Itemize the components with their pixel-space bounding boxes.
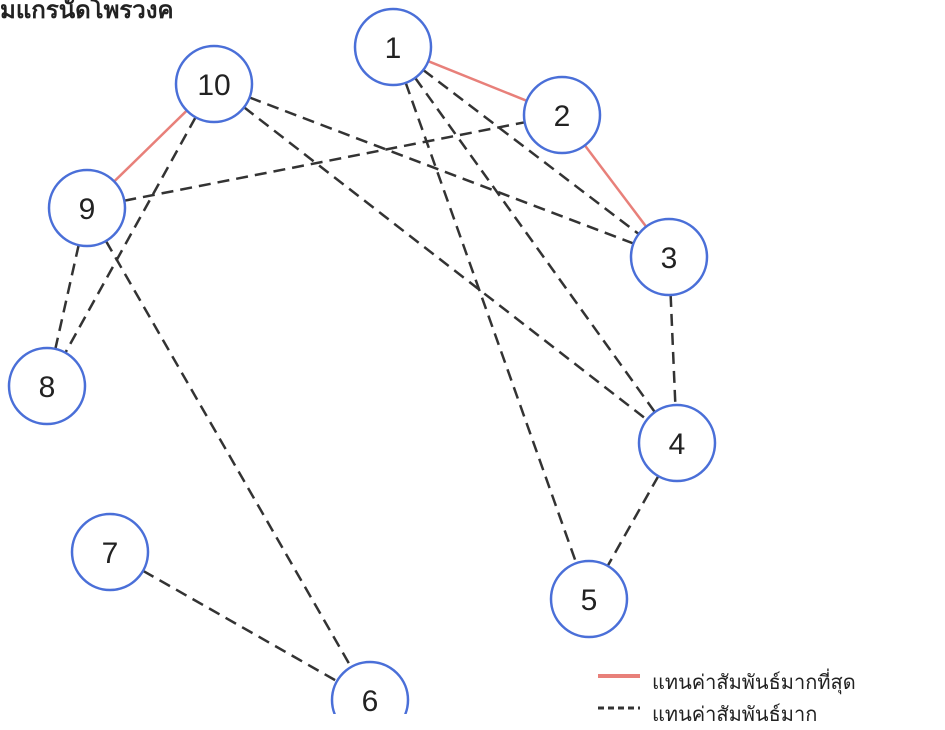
node-label: 2: [554, 100, 571, 133]
edge-3-4: [669, 294, 677, 406]
edges-layer: [54, 60, 677, 683]
edge-9-6: [104, 240, 353, 668]
edge-7-6: [142, 569, 338, 683]
graph-canvas: 1 2 3 4 5 6 7 8 9 10: [7, 7, 717, 714]
node-circle: [637, 403, 717, 483]
legend-lines: [598, 674, 640, 710]
node-circle: [522, 75, 602, 155]
node-label: 4: [669, 428, 686, 461]
node-label: 10: [197, 69, 230, 102]
node-circle: [7, 346, 87, 426]
node-circle: [70, 512, 150, 592]
node-label: 7: [102, 537, 119, 570]
node-circle: [353, 7, 433, 87]
node-circle: [549, 559, 629, 639]
edge-1-5: [404, 82, 578, 564]
edge-4-5: [606, 475, 660, 567]
node-6: 6: [330, 660, 410, 714]
node-7: 7: [70, 512, 150, 592]
node-1: 1: [353, 7, 433, 87]
edge-9-2: [124, 121, 525, 202]
node-circle: [629, 217, 709, 297]
edge-2-3: [583, 144, 648, 228]
node-circle: [330, 660, 410, 714]
node-5: 5: [549, 559, 629, 639]
nodes-layer: 1 2 3 4 5 6 7 8 9 10: [7, 7, 717, 714]
node-4: 4: [637, 403, 717, 483]
diagram-title: มแกรนัดโพรวงค: [0, 0, 174, 24]
node-9: 9: [47, 168, 127, 248]
node-2: 2: [522, 75, 602, 155]
node-circle: [174, 44, 254, 124]
node-label: 8: [39, 371, 56, 404]
node-label: 1: [385, 32, 402, 65]
edge-1-4: [414, 77, 656, 413]
edge-10-3: [249, 96, 634, 245]
legend-label-normal: แทนค่าสัมพันธ์มาก: [652, 702, 818, 726]
edge-10-4: [243, 106, 648, 421]
node-label: 6: [362, 685, 379, 714]
network-diagram: มแกรนัดโพรวงค 1 2 3 4 5 6 7 8 9 10 แทนค่าสัมพันธ์…: [0, 0, 856, 726]
node-circle: [47, 168, 127, 248]
edge-10-8: [64, 116, 197, 354]
edge-10-9: [113, 109, 188, 183]
legend-label-strong: แทนค่าสัมพันธ์มากที่สุด: [652, 670, 856, 694]
node-8: 8: [7, 346, 87, 426]
edge-1-3: [422, 69, 640, 235]
edge-1-2: [427, 60, 528, 102]
node-3: 3: [629, 217, 709, 297]
node-label: 3: [661, 242, 678, 275]
node-label: 9: [79, 193, 96, 226]
node-10: 10: [174, 44, 254, 124]
node-label: 5: [581, 584, 598, 617]
